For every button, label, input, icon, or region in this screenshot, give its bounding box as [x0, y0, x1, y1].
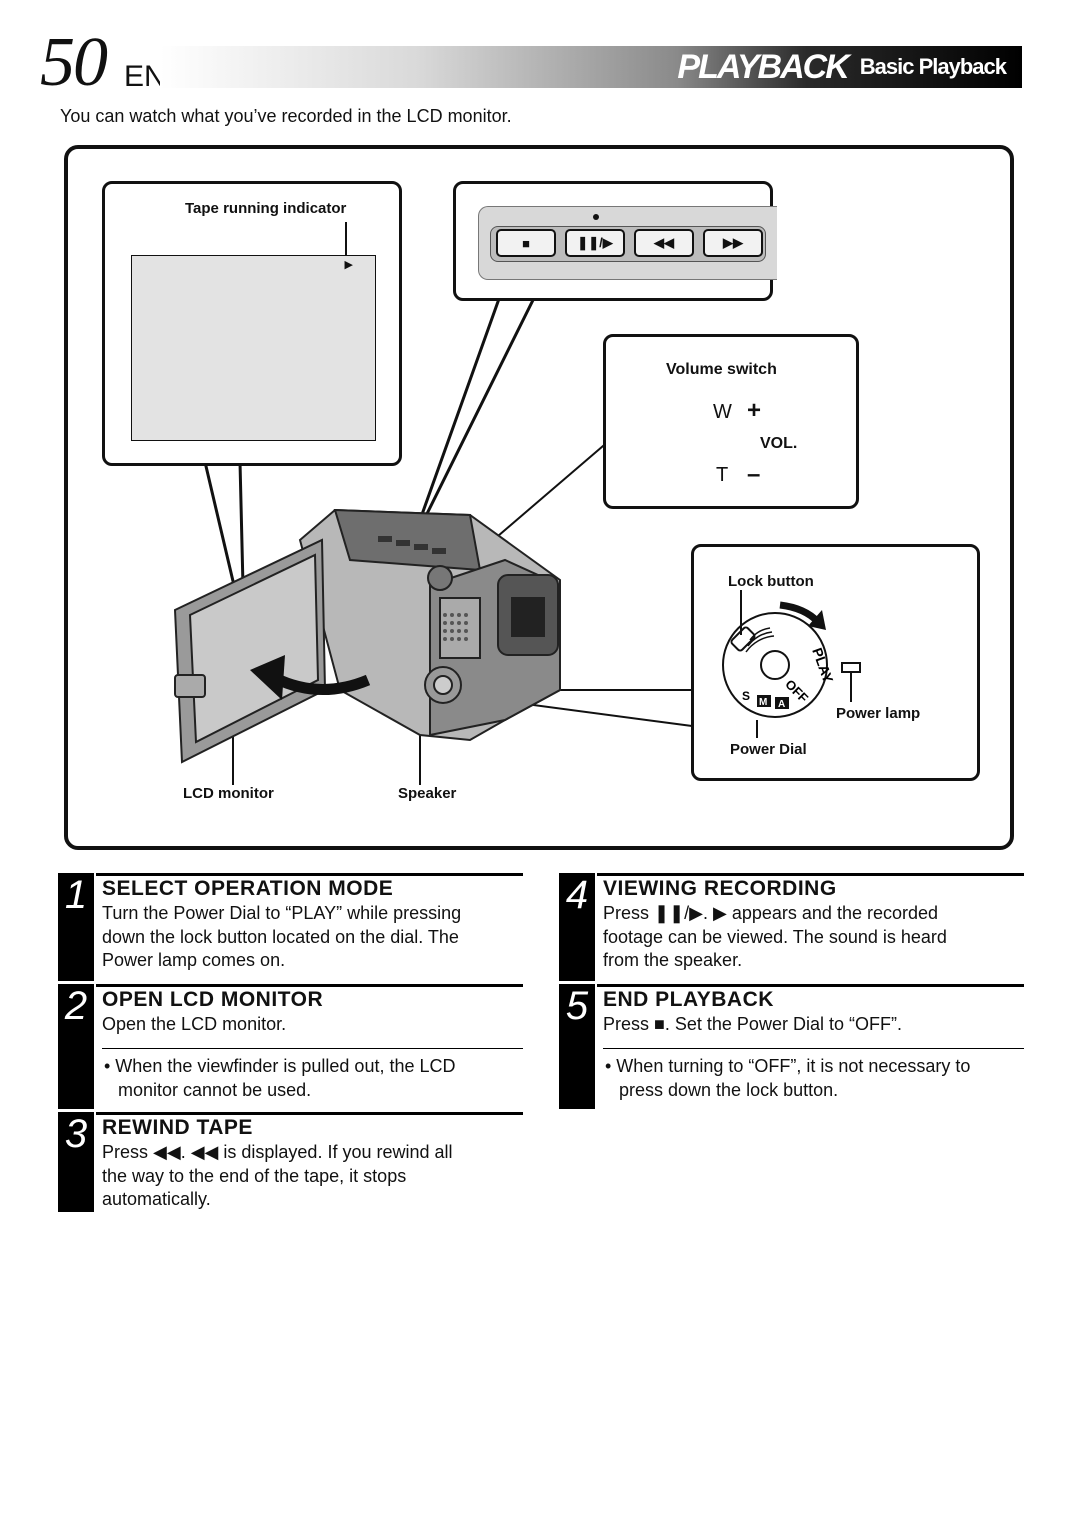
power-dial [722, 612, 828, 718]
step-body-line: Turn the Power Dial to “PLAY” while pres… [102, 903, 462, 923]
lcd-screen: ▶ [131, 255, 376, 441]
step-number: 4 [559, 873, 595, 981]
w-label: W [713, 401, 732, 423]
step-number: 5 [559, 984, 595, 1109]
speaker-label: Speaker [398, 785, 457, 802]
step-note-line: press down the lock button. [619, 1079, 839, 1100]
step-title: OPEN LCD MONITOR [102, 988, 324, 1011]
step-body: Open the LCD monitor. [102, 1013, 286, 1037]
step-body: Press ◀◀. ◀◀ is displayed. If you rewind… [102, 1141, 453, 1212]
step-body-line: Open the LCD monitor. [102, 1014, 287, 1034]
step-title: VIEWING RECORDING [603, 877, 837, 900]
step-body-line: Press ◀◀. ◀◀ is displayed. If you rewind… [102, 1142, 453, 1162]
step-note: • When turning to “OFF”, it is not neces… [605, 1055, 970, 1102]
vol-label: VOL. [760, 435, 798, 452]
step-5: 5 END PLAYBACK Press ■. Set the Power Dial… [559, 984, 1024, 1109]
volume-switch-label: Volume switch [666, 361, 777, 378]
step-body-line: Press ■. Set the Power Dial to “OFF”. [603, 1014, 902, 1034]
buttons-callout-pointer [408, 294, 538, 549]
step-title: END PLAYBACK [603, 988, 774, 1011]
page-language: EN [124, 60, 166, 93]
buttons-callout: ■ ❚❚/▶ ◀◀ ▶▶ [453, 181, 777, 301]
dial-s-label: S [742, 689, 750, 703]
plus-label: + [747, 397, 762, 424]
step-body-line: down the lock button located on the dial… [102, 926, 459, 947]
stop-button[interactable]: ■ [496, 229, 556, 257]
power-lamp-label: Power lamp [836, 705, 921, 722]
step-note-line: • When the viewfinder is pulled out, the… [104, 1056, 456, 1076]
step-body: Press ■. Set the Power Dial to “OFF”. [603, 1013, 902, 1037]
step-body-line: Press ❚❚/▶. ▶ appears and the recorded [603, 903, 939, 923]
camera-diagram [64, 145, 1014, 850]
lcd-screen-callout: Tape running indicator ▶ [102, 181, 402, 466]
step-title: SELECT OPERATION MODE [102, 877, 394, 900]
t-label: T [716, 464, 729, 486]
step-1: 1 SELECT OPERATION MODE Turn the Power Dia… [58, 873, 523, 981]
step-body-line: Power lamp comes on. [102, 950, 286, 970]
step-note: • When the viewfinder is pulled out, the… [104, 1055, 455, 1102]
center-dot [593, 214, 599, 220]
section-title: PLAYBACK Basic Playback [677, 46, 1007, 88]
play-pause-button[interactable]: ❚❚/▶ [565, 229, 625, 257]
lcd-monitor-label: LCD monitor [183, 785, 274, 802]
note-divider [603, 1048, 1024, 1049]
open-arrow [272, 673, 371, 695]
step-title: REWIND TAPE [102, 1116, 253, 1139]
step-3: 3 REWIND TAPE Press ◀◀. ◀◀ is displayed. I… [58, 1112, 523, 1212]
power-dial-callout: Lock button Power lamp Power Dial [691, 544, 980, 781]
volume-callout: Volume switch W T + – VOL. [603, 334, 859, 509]
step-divider [96, 1112, 523, 1115]
rewind-button[interactable]: ◀◀ [634, 229, 694, 257]
step-number: 3 [58, 1112, 94, 1212]
step-divider [96, 873, 523, 876]
camcorder-body [298, 508, 561, 742]
tape-indicator-label: Tape running indicator [185, 200, 347, 217]
intro-text: You can watch what you’ve recorded in th… [60, 106, 512, 126]
dial-ridges [745, 627, 775, 653]
lock-button-label: Lock button [728, 573, 814, 590]
section-sub-title: Basic Playback [859, 54, 1007, 79]
section-main-title: PLAYBACK [677, 47, 849, 86]
step-note-line: monitor cannot be used. [118, 1079, 312, 1100]
camcorder-top-buttons [378, 536, 446, 554]
dial-m-label: M [759, 697, 767, 708]
step-divider [597, 984, 1024, 987]
step-body-line: the way to the end of the tape, it stops [102, 1165, 407, 1186]
header-bar [160, 46, 1022, 88]
page-number: 50 [40, 24, 108, 101]
step-divider [597, 873, 1024, 876]
step-divider [96, 984, 523, 987]
dial-a-label: A [778, 699, 785, 710]
step-2: 2 OPEN LCD MONITOR Open the LCD monitor. • … [58, 984, 523, 1109]
note-divider [102, 1048, 523, 1049]
power-dial-label: Power Dial [730, 741, 807, 758]
step-body: Turn the Power Dial to “PLAY” while pres… [102, 902, 461, 973]
fast-forward-button[interactable]: ▶▶ [703, 229, 763, 257]
step-body-line: footage can be viewed. The sound is hear… [603, 926, 947, 947]
lcd-panel [173, 538, 327, 764]
step-body-line: automatically. [102, 1189, 211, 1209]
step-note-line: • When turning to “OFF”, it is not neces… [605, 1056, 971, 1076]
step-body-line: from the speaker. [603, 950, 743, 970]
step-body: Press ❚❚/▶. ▶ appears and the recorded fo… [603, 902, 947, 973]
minus-label: – [747, 461, 761, 488]
play-indicator-icon: ▶ [344, 259, 353, 271]
speaker-grille [443, 613, 468, 641]
step-number: 2 [58, 984, 94, 1109]
step-number: 1 [58, 873, 94, 981]
